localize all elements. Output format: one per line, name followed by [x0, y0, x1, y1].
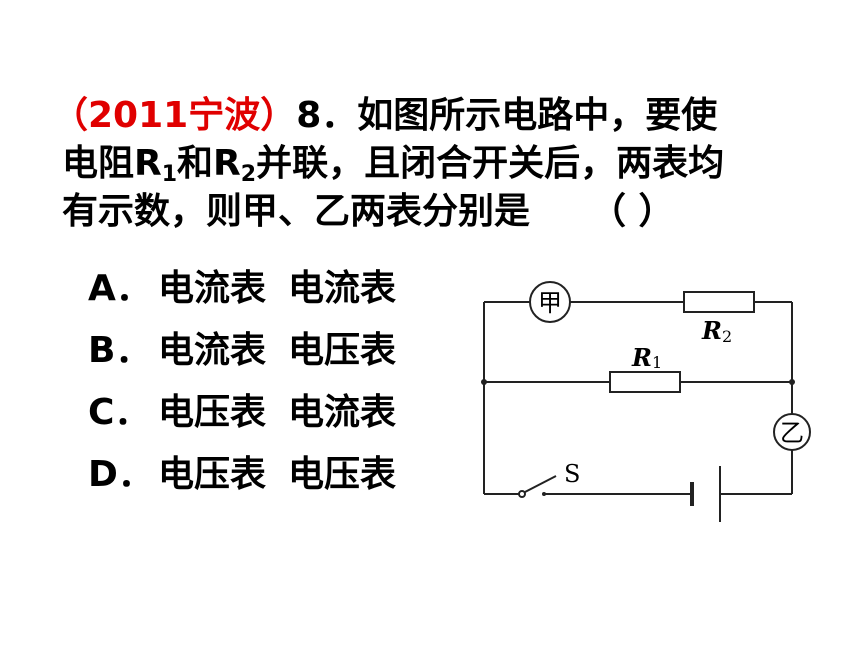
option-letter: C． [88, 392, 151, 433]
junction-left-icon [481, 379, 487, 385]
switch-label: S [564, 460, 580, 488]
r2-label-sub: 2 [722, 327, 732, 346]
question-text: （2011宁波）8．如图所示电路中，要使 电阻R1和R2并联，且闭合开关后，两表… [52, 92, 842, 236]
resistor-r1-icon [609, 371, 681, 393]
option-c[interactable]: C．电压表电流表 [88, 382, 396, 444]
r1-label: R [631, 343, 652, 372]
option-second-meter: 电流表 [288, 392, 397, 433]
battery-icon [690, 466, 721, 522]
option-second-meter: 电压表 [288, 330, 397, 371]
junction-right-icon [789, 379, 795, 385]
answer-options: A．电流表电流表 B．电流表电压表 C．电压表电流表 D．电压表电压表 [88, 258, 396, 506]
question-line1-text: 如图所示电路中，要使 [357, 95, 718, 136]
r1-subscript: 1 [161, 162, 178, 187]
option-first-meter: 电流表 [158, 330, 267, 371]
option-second-meter: 电流表 [288, 268, 397, 309]
option-first-meter: 电压表 [158, 454, 267, 495]
resistor-r2-icon [683, 291, 755, 313]
question-line2-b: 和R [177, 143, 241, 184]
option-letter: A． [88, 268, 152, 309]
answer-bracket: （ ） [590, 191, 675, 232]
question-line3-text: 有示数，则甲、乙两表分别是 [62, 191, 531, 232]
option-letter: B． [88, 330, 152, 371]
question-number: 8． [296, 95, 358, 136]
circuit-diagram: 甲 R 2 R 1 乙 S [481, 281, 811, 522]
meter-yi-icon [773, 413, 811, 451]
question-line-2: 电阻R1和R2并联，且闭合开关后，两表均 [52, 140, 842, 188]
option-d[interactable]: D．电压表电压表 [88, 444, 396, 506]
question-line-3: 有示数，则甲、乙两表分别是 （ ） [52, 188, 842, 236]
question-line-1: （2011宁波）8．如图所示电路中，要使 [52, 92, 842, 140]
meter-yi-label: 乙 [780, 419, 804, 447]
r1-label-sub: 1 [652, 353, 662, 372]
switch-icon [518, 475, 557, 498]
option-letter: D． [88, 454, 154, 495]
option-first-meter: 电流表 [158, 268, 267, 309]
option-second-meter: 电压表 [288, 454, 397, 495]
option-a[interactable]: A．电流表电流表 [88, 258, 396, 320]
option-b[interactable]: B．电流表电压表 [88, 320, 396, 382]
option-first-meter: 电压表 [158, 392, 267, 433]
r2-label: R [701, 316, 722, 345]
question-source: （2011宁波） [52, 95, 297, 136]
question-line2-c: 并联，且闭合开关后，两表均 [256, 143, 725, 184]
meter-jia-label: 甲 [538, 289, 562, 317]
circuit-wires [483, 301, 793, 495]
r2-subscript: 2 [240, 162, 257, 187]
question-line2-a: 电阻R [62, 143, 162, 184]
meter-jia-icon [529, 281, 571, 323]
